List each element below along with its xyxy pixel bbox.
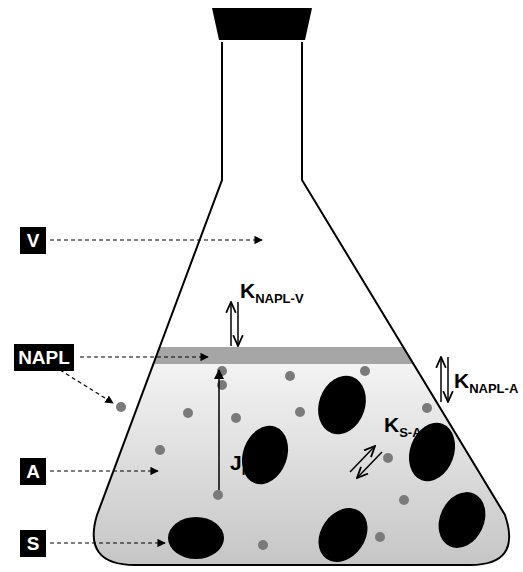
symbol: K [384, 413, 399, 436]
transfer-arrow [219, 302, 448, 490]
coefficient-label: Jn [230, 452, 250, 477]
leader-arrow [50, 240, 262, 543]
coefficient-label: KNAPL-A [454, 370, 518, 395]
symbol: K [240, 279, 255, 302]
region-label: A [26, 462, 40, 481]
coefficient-label: KS-A [384, 414, 422, 439]
subscript: NAPL-A [469, 381, 518, 396]
region-label-box: NAPL [14, 344, 74, 371]
region-label-box: A [20, 458, 46, 485]
napl-droplet [116, 366, 432, 550]
region-label: S [27, 534, 40, 553]
region-label: NAPL [18, 348, 70, 367]
region-label: V [27, 231, 40, 250]
subscript: NAPL-V [255, 291, 303, 306]
symbol: J [230, 451, 242, 474]
subscript: n [242, 463, 250, 478]
symbol: K [454, 369, 469, 392]
soil-particle [168, 369, 494, 571]
coefficient-label: KNAPL-V [240, 280, 304, 305]
subscript: S-A [399, 425, 421, 440]
region-label-box: V [20, 227, 46, 254]
region-label-box: S [20, 530, 46, 557]
